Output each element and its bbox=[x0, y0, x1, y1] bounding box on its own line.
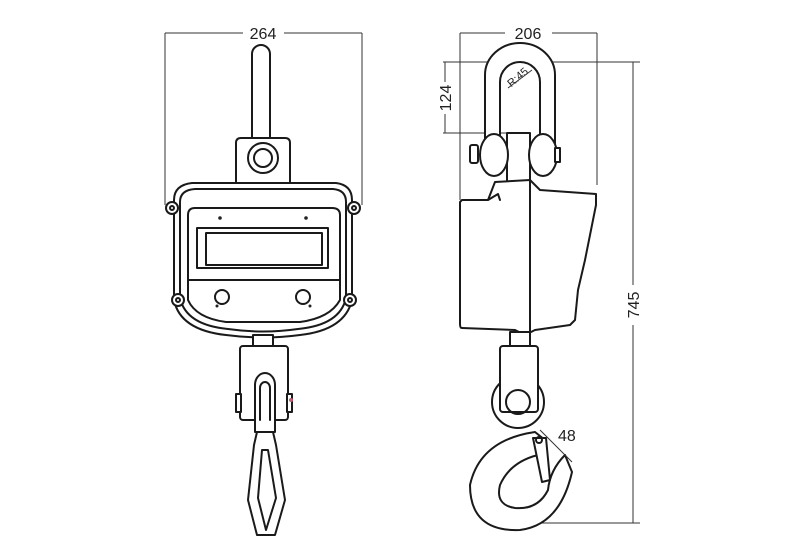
button-left bbox=[214, 289, 230, 305]
hook-opening-label: 48 bbox=[558, 428, 576, 445]
total-height-label: 745 bbox=[626, 292, 643, 319]
front-width-label: 264 bbox=[250, 26, 277, 43]
shackle-eye-right bbox=[528, 133, 558, 177]
shackle bbox=[484, 42, 556, 151]
front-view: 264 bbox=[164, 26, 363, 536]
side-body bbox=[459, 179, 597, 336]
side-hook bbox=[469, 431, 573, 532]
front-hook bbox=[247, 431, 286, 536]
mounting-lugs bbox=[165, 201, 361, 307]
display-frame bbox=[196, 227, 329, 269]
side-view: 206 124 745 R:45 bbox=[438, 26, 643, 532]
top-shackle-bar bbox=[251, 44, 271, 140]
hook-opening-dimension: 48 bbox=[539, 428, 576, 463]
button-right bbox=[295, 289, 311, 305]
scale-body bbox=[173, 182, 353, 339]
shackle-eye-left bbox=[479, 133, 509, 177]
display-window bbox=[205, 232, 323, 266]
front-width-dimension: 264 bbox=[164, 26, 363, 205]
shackle-height-label: 124 bbox=[438, 85, 455, 112]
hook-latch bbox=[532, 437, 551, 483]
front-panel bbox=[187, 207, 341, 323]
shackle-height-dimension: 124 bbox=[438, 61, 525, 134]
side-width-dimension: 206 bbox=[459, 26, 598, 200]
side-width-label: 206 bbox=[515, 26, 542, 43]
top-ring bbox=[247, 142, 279, 174]
shackle-radius-label: R:45 bbox=[505, 66, 531, 90]
shackle-nut bbox=[469, 144, 479, 164]
shackle-pin-column bbox=[506, 132, 531, 184]
